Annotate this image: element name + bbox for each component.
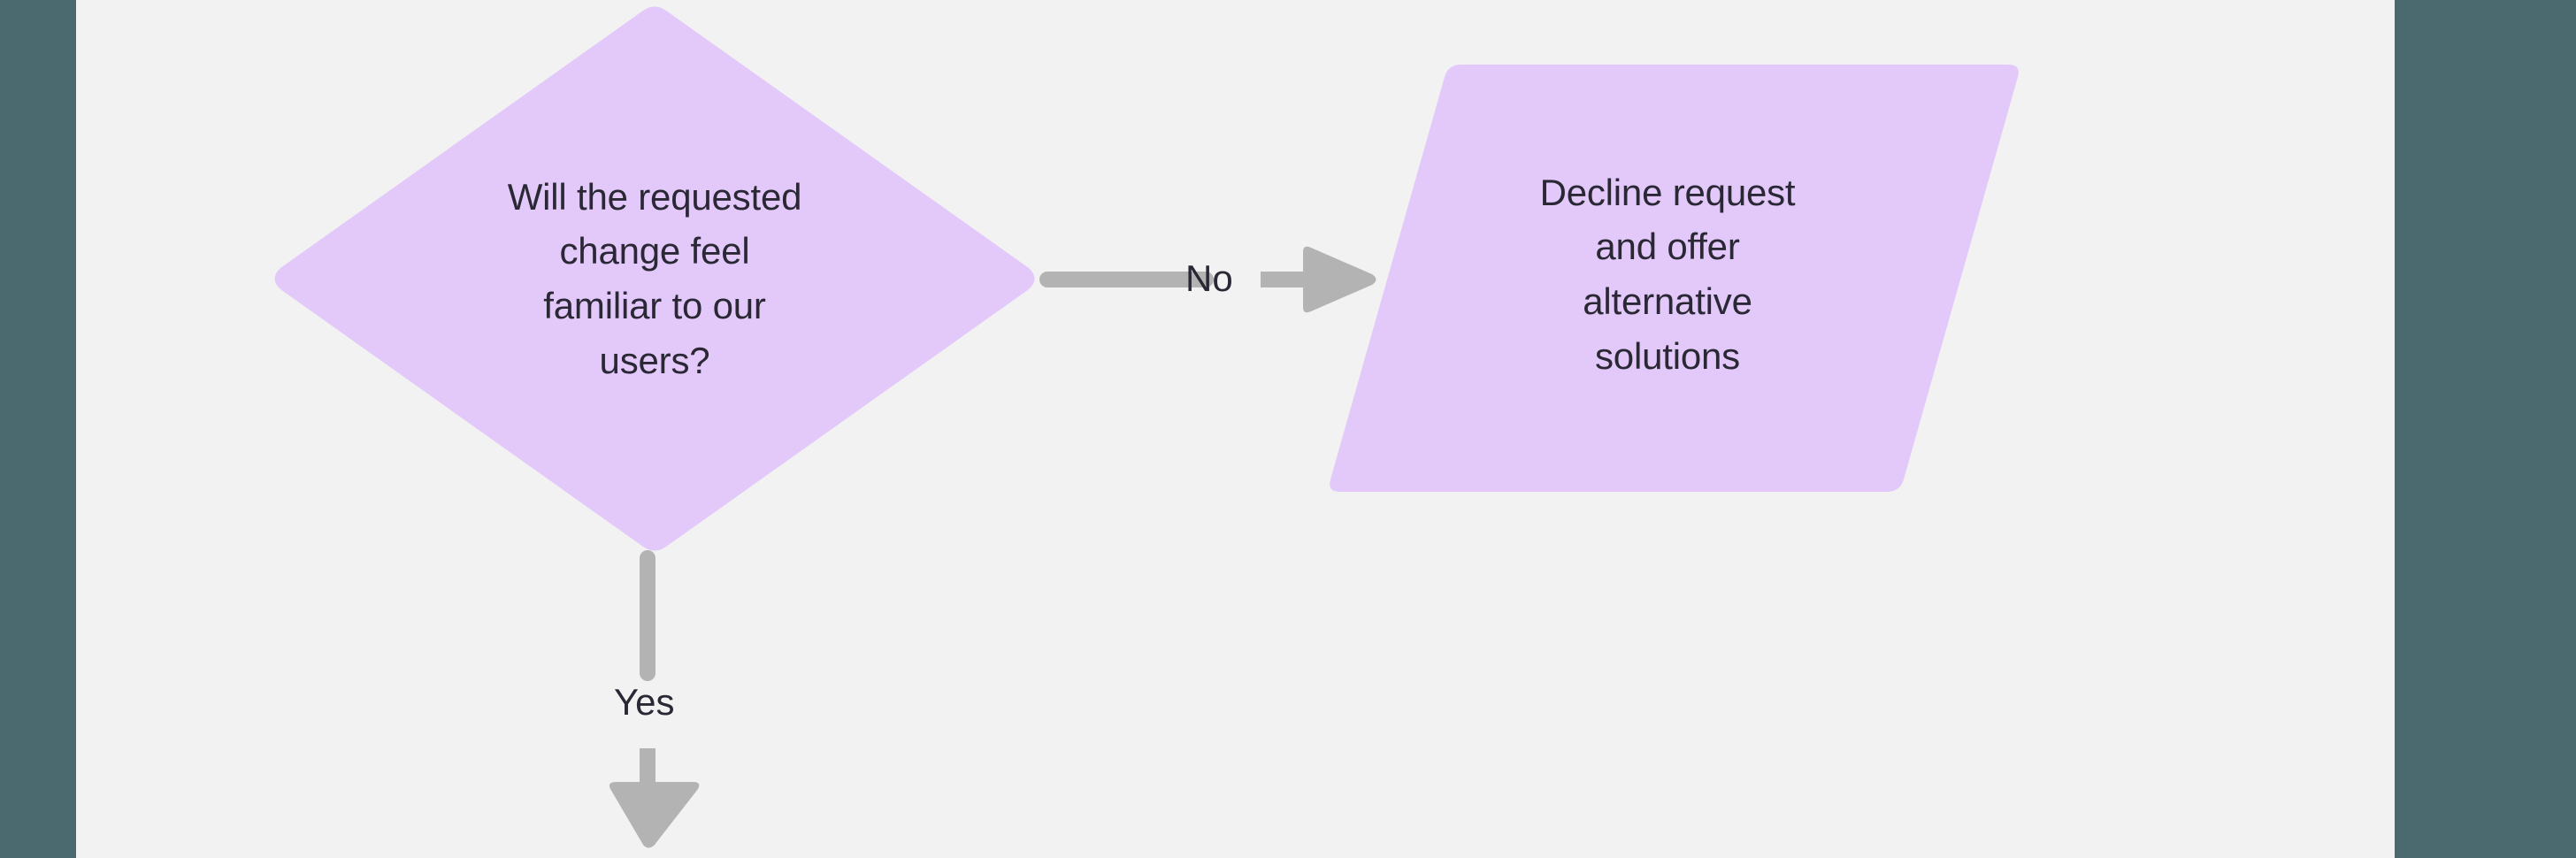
process-node-label: Decline request and offer alternative so… xyxy=(1539,171,1796,377)
edge-label-no: No xyxy=(1185,257,1233,299)
decision-node-shape[interactable] xyxy=(274,6,1035,551)
edge-yes-connector[interactable] xyxy=(609,550,700,848)
edge-yes-line-segment-top xyxy=(640,550,656,681)
edge-no-connector[interactable] xyxy=(1039,246,1376,313)
left-edge-band xyxy=(0,0,76,858)
edge-label-yes: Yes xyxy=(614,681,675,723)
decision-node-label: Will the requested change feel familiar … xyxy=(507,175,802,381)
edge-yes-arrowhead-icon xyxy=(609,782,700,848)
right-edge-band xyxy=(2395,0,2576,858)
process-node-shape[interactable] xyxy=(1330,65,2019,492)
edge-no-arrowhead-icon xyxy=(1303,246,1376,313)
edge-no-line-segment-left xyxy=(1039,272,1214,287)
